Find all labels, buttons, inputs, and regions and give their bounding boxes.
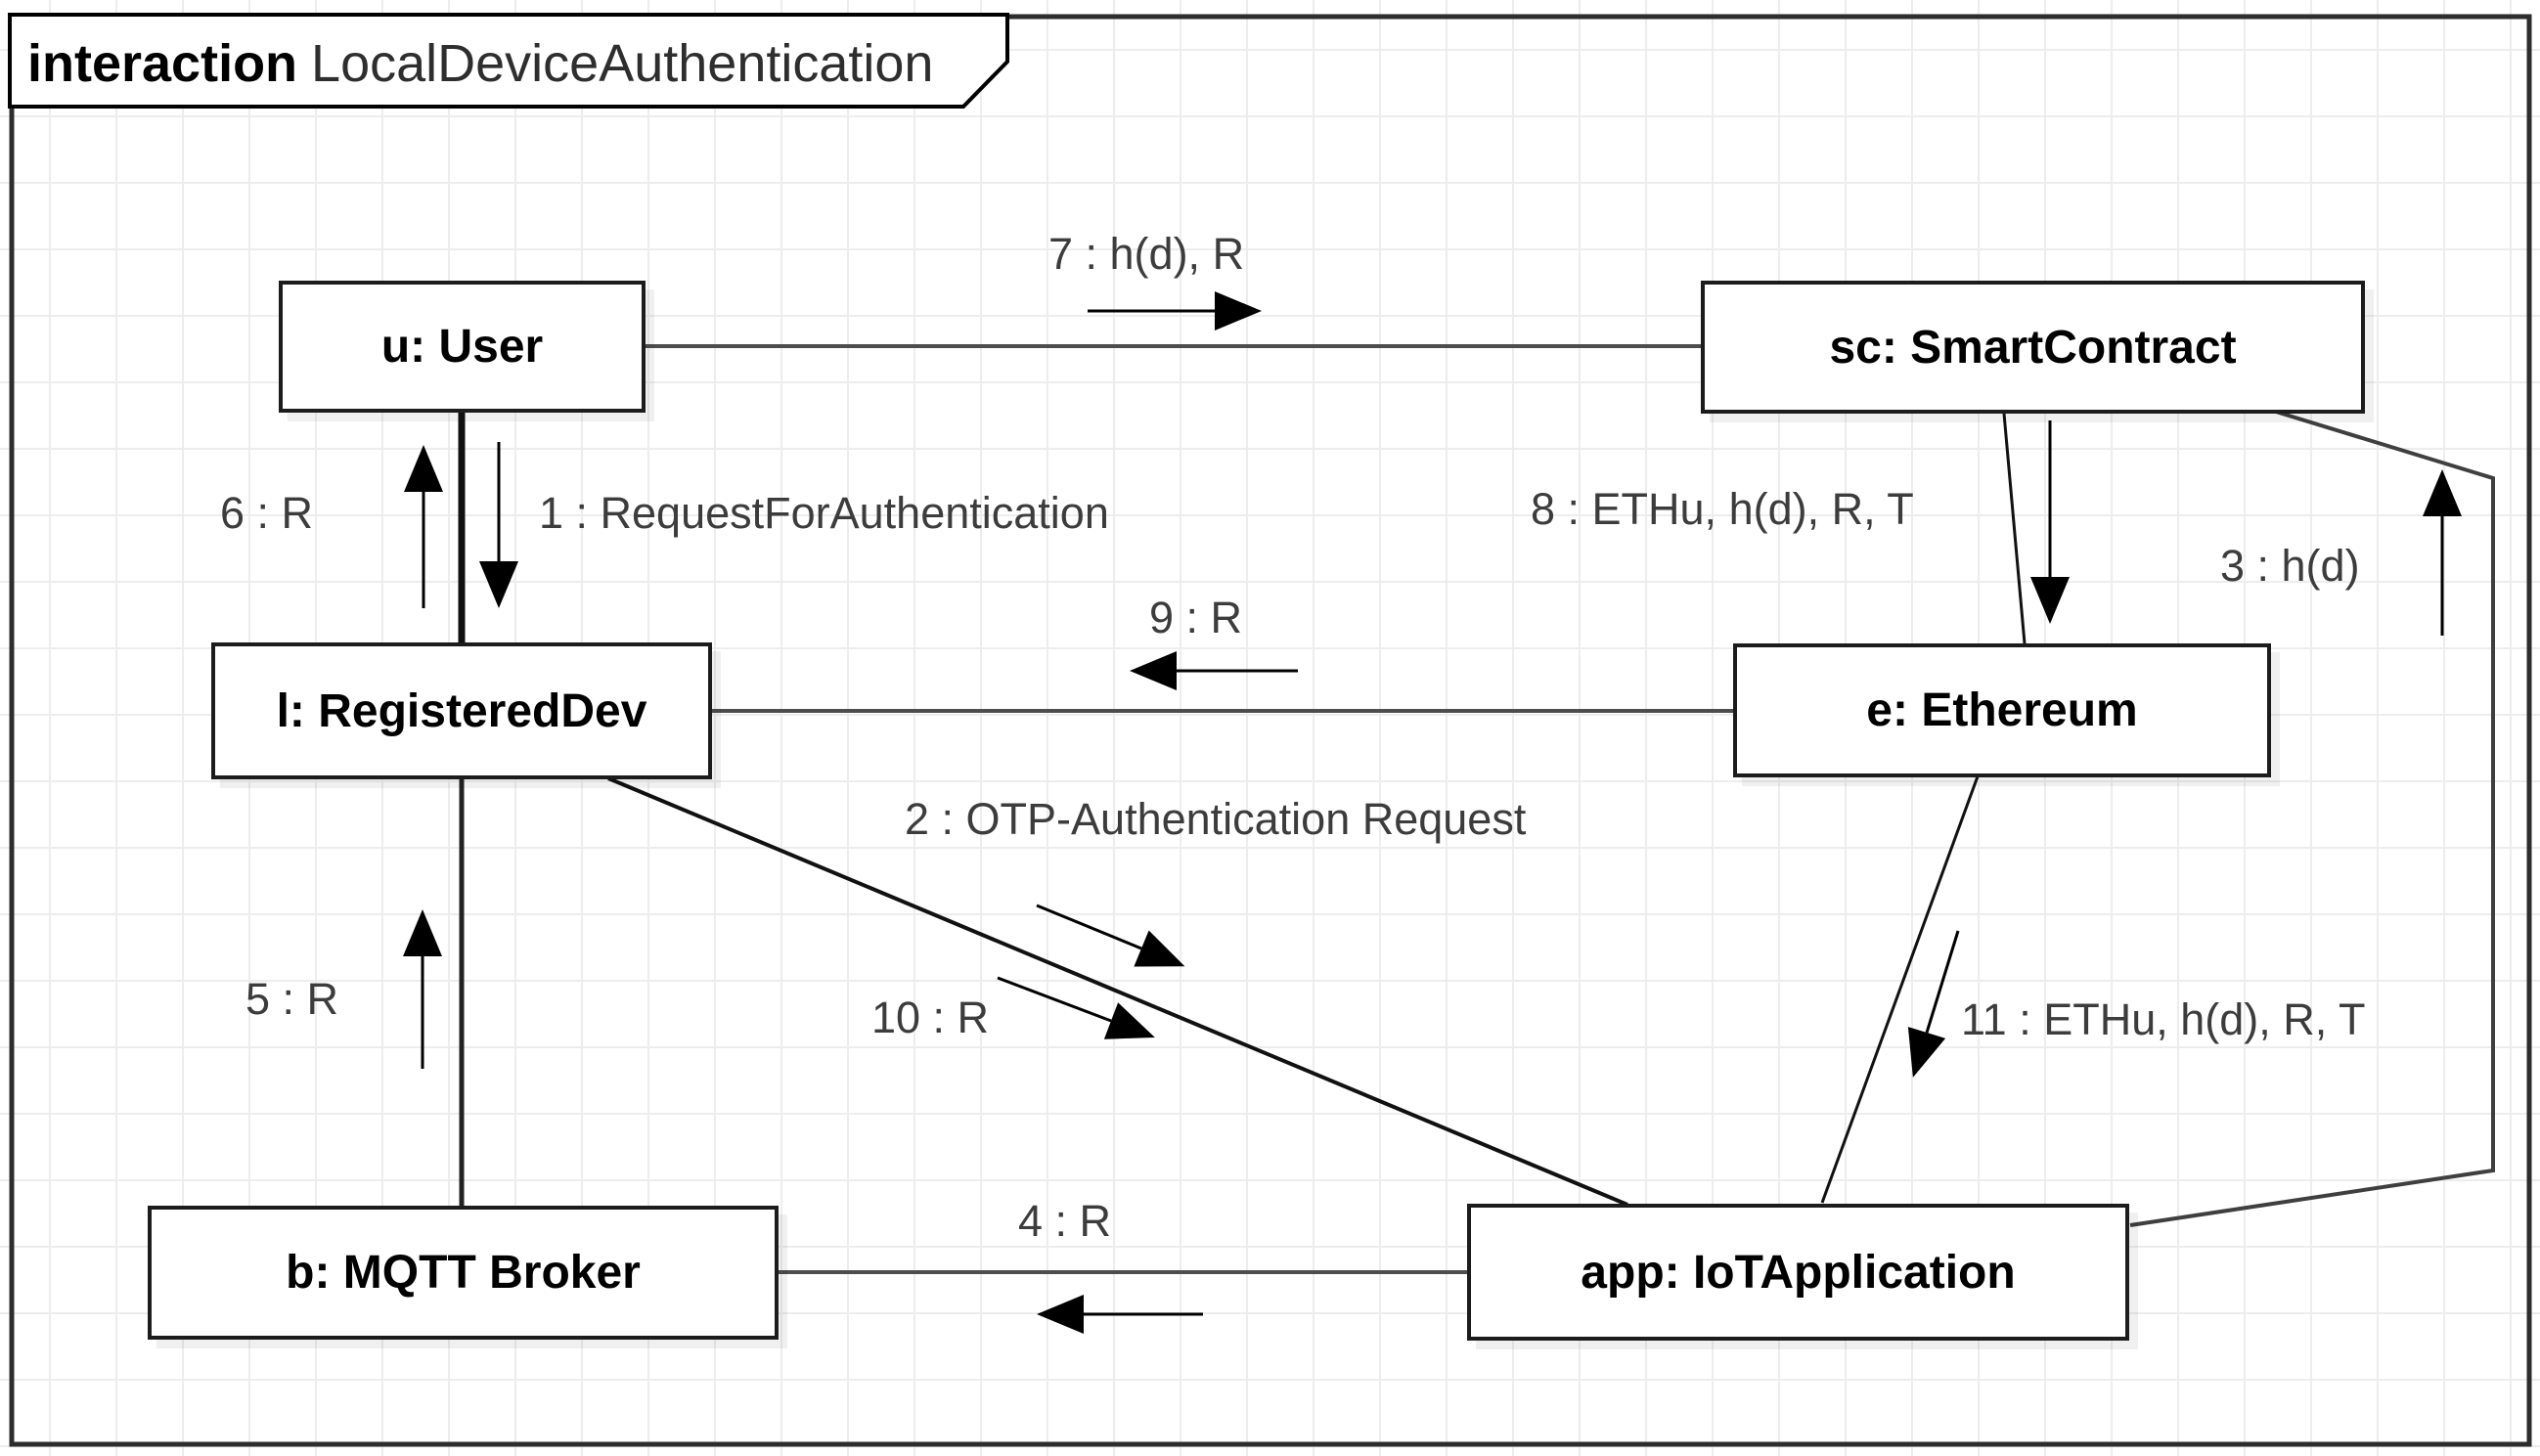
node-mqttbroker-label: b: MQTT Broker	[286, 1247, 641, 1299]
message-label-8[interactable]: 8 : ETHu, h(d), R, T	[1531, 484, 1914, 534]
message-label-10[interactable]: 10 : R	[871, 993, 990, 1042]
node-ethereum[interactable]: e: Ethereum	[1733, 643, 2271, 777]
arrow-11-down-icon	[1907, 930, 1960, 1078]
node-user[interactable]: u: User	[279, 281, 646, 413]
edge-smartcontract-iotapplication[interactable]	[2129, 410, 2495, 1227]
message-label-9[interactable]: 9 : R	[1149, 593, 1243, 642]
arrow-10-diagonal-icon	[997, 976, 1155, 1039]
node-smartcontract[interactable]: sc: SmartContract	[1701, 281, 2365, 414]
node-registereddev-label: l: RegisteredDev	[276, 684, 647, 737]
frame-keyword: interaction	[27, 34, 298, 93]
node-registereddev[interactable]: l: RegisteredDev	[211, 642, 712, 779]
node-iotapplication-label: app: IoTApplication	[1581, 1246, 2016, 1299]
message-label-7[interactable]: 7 : h(d), R	[1048, 229, 1245, 279]
message-label-5[interactable]: 5 : R	[245, 974, 339, 1024]
message-label-1[interactable]: 1 : RequestForAuthentication	[539, 488, 1109, 538]
frame-name: LocalDeviceAuthentication	[311, 34, 934, 93]
node-iotapplication[interactable]: app: IoTApplication	[1467, 1204, 2129, 1341]
message-label-4[interactable]: 4 : R	[1018, 1196, 1112, 1246]
message-label-11[interactable]: 11 : ETHu, h(d), R, T	[1961, 994, 2366, 1044]
node-mqttbroker[interactable]: b: MQTT Broker	[148, 1206, 779, 1340]
diagram-frame	[9, 14, 2532, 1447]
message-label-2[interactable]: 2 : OTP-Authentication Request	[905, 794, 1527, 844]
message-label-6[interactable]: 6 : R	[220, 488, 314, 538]
arrow-2-diagonal-icon	[1036, 904, 1185, 967]
node-smartcontract-label: sc: SmartContract	[1829, 321, 2237, 374]
edge-registereddev-iotapplication[interactable]	[607, 776, 1628, 1207]
node-ethereum-label: e: Ethereum	[1866, 684, 2138, 736]
edge-ethereum-iotapplication[interactable]	[1820, 775, 1980, 1204]
title-tab	[8, 13, 1009, 109]
message-label-3[interactable]: 3 : h(d)	[2220, 541, 2360, 591]
node-user-label: u: User	[380, 321, 544, 373]
edge-smartcontract-ethereum[interactable]	[2002, 413, 2027, 644]
